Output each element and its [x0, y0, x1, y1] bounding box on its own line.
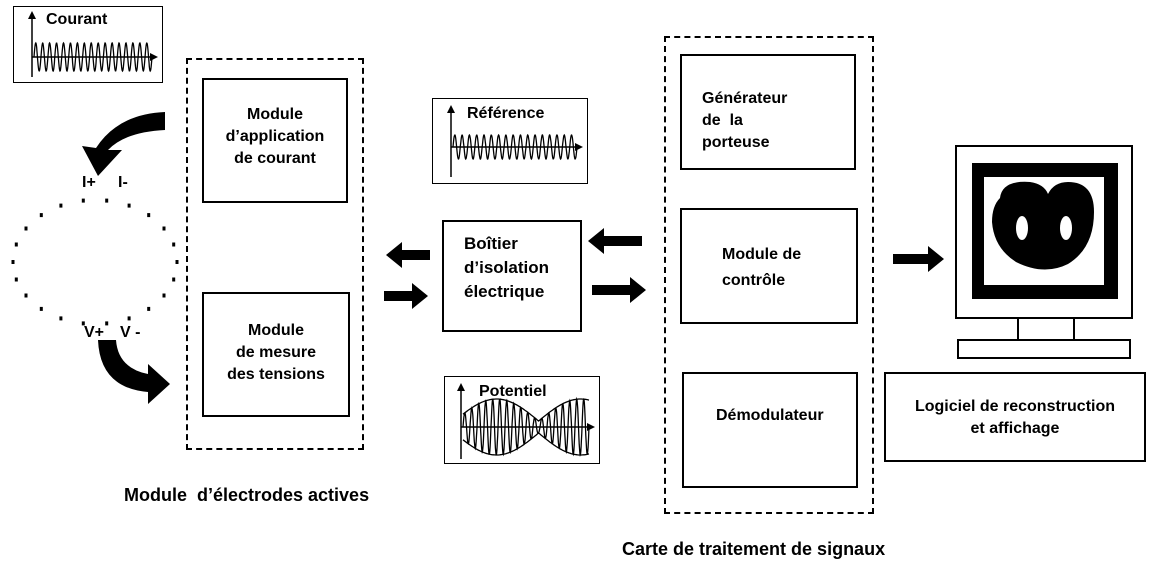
electrode-dot [147, 213, 151, 218]
electrode-dot [162, 293, 166, 298]
curved-arrow-current [82, 112, 165, 176]
electrode-label-v-plus: V+ [84, 324, 105, 341]
demodulator-module: Démodulateur [682, 372, 858, 488]
electrode-dot [39, 306, 43, 311]
voltage-measurement-module: Module de mesure des tensions [202, 292, 350, 417]
arrow-board-to-isolation [588, 228, 642, 254]
isolation-line1: Boîtier [464, 234, 518, 253]
generator-line2: de la [702, 112, 743, 129]
electrode-ring [11, 198, 179, 326]
arrow-isolation-to-electrodes [386, 242, 430, 268]
electrode-dot [81, 321, 85, 326]
demodulator-label: Démodulateur [716, 407, 824, 424]
carrier-generator-module: Générateur de la porteuse [680, 54, 856, 170]
electrode-dot [11, 260, 15, 264]
isolation-line2: d’isolation [464, 258, 549, 277]
signal-board-container [664, 36, 874, 514]
current-application-module: Module d’application de courant [202, 78, 348, 203]
potential-waveform-icon [457, 383, 595, 459]
reference-waveform-icon [447, 105, 583, 177]
electrode-module-container [186, 58, 364, 450]
inset-reference-waveform: Référence [432, 98, 588, 184]
software-line1: Logiciel de reconstruction [914, 398, 1116, 415]
electrode-label-v-minus: V - [120, 324, 141, 341]
isolation-line3: électrique [464, 282, 545, 301]
electrode-dot [14, 277, 18, 282]
inset-reference-label: Référence [467, 105, 545, 122]
electrode-dot [127, 316, 131, 321]
electrode-dot [105, 321, 109, 326]
generator-line1: Générateur [702, 90, 788, 107]
electrode-dot [127, 203, 131, 208]
electrode-dot [24, 293, 28, 298]
electrode-dot [105, 198, 109, 203]
electrode-dot [39, 213, 43, 218]
electrode-dot [172, 242, 176, 247]
software-line2: et affichage [970, 420, 1060, 437]
current-module-line1: Module [247, 106, 303, 123]
electrical-isolation-box: Boîtier d’isolation électrique [442, 220, 582, 332]
electrode-label-i-plus: I+ [82, 174, 96, 191]
curved-arrow-voltage [98, 340, 170, 404]
arrow-board-to-display [893, 246, 944, 272]
electrode-dot [14, 242, 18, 247]
voltage-module-line2: de mesure [235, 344, 317, 361]
electrode-dot [175, 260, 179, 264]
electrode-dot [172, 277, 176, 282]
current-module-line2: d’application [225, 128, 325, 145]
computer-monitor-icon [955, 145, 1133, 359]
signal-board-caption: Carte de traitement de signaux [622, 539, 886, 559]
electrode-label-i-minus: I- [118, 174, 128, 191]
voltage-module-line1: Module [248, 322, 304, 339]
electrode-dot [59, 316, 63, 321]
electrode-module-caption: Module d’électrodes actives [124, 485, 370, 505]
arrow-electrodes-to-isolation [384, 283, 428, 309]
generator-line3: porteuse [702, 134, 770, 151]
electrode-dot [147, 306, 151, 311]
electrode-dot [81, 198, 85, 203]
current-module-line3: de courant [234, 150, 316, 167]
inset-current-waveform: Courant [13, 6, 163, 83]
control-line2: contrôle [722, 272, 786, 289]
electrode-dot [162, 226, 166, 231]
inset-potential-waveform: Potentiel [444, 376, 600, 464]
reconstruction-software-box: Logiciel de reconstruction et affichage [884, 372, 1146, 462]
control-line1: Module de [722, 246, 802, 263]
electrode-dot [24, 226, 28, 231]
voltage-module-line3: des tensions [227, 366, 325, 383]
inset-current-label: Courant [46, 11, 108, 28]
electrode-dot [59, 203, 63, 208]
current-waveform-icon [28, 11, 158, 77]
control-module: Module de contrôle [680, 208, 858, 324]
arrow-isolation-to-board [592, 277, 646, 303]
inset-potential-label: Potentiel [479, 383, 547, 400]
